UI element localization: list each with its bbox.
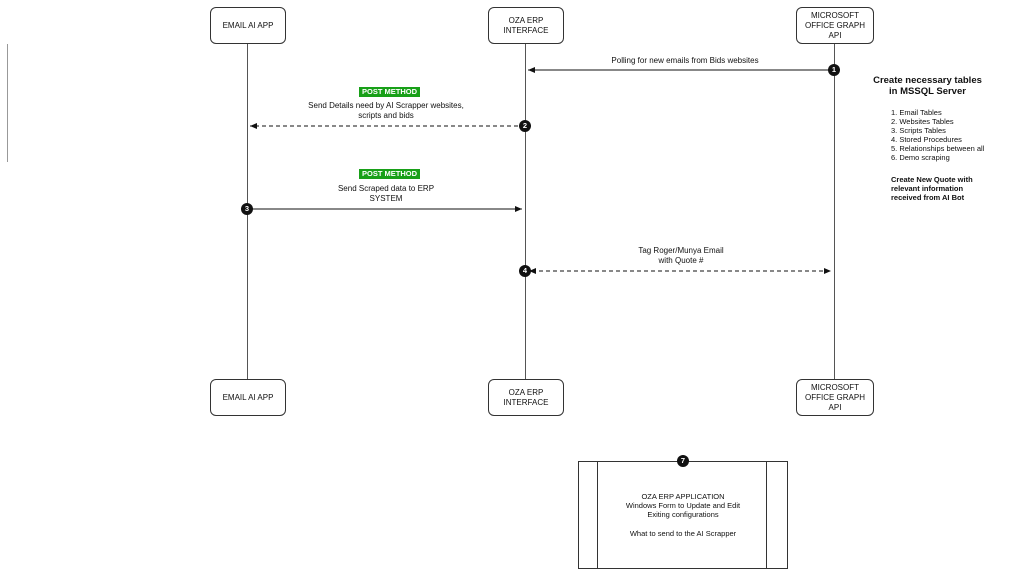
message-1-label: Polling for new emails from Bids website… — [611, 56, 759, 65]
step-badge-7: 7 — [677, 455, 689, 467]
list-item: 2. Websites Tables — [891, 117, 954, 126]
participant-graph-api-bottom: MICROSOFT OFFICE GRAPH API — [796, 379, 874, 416]
participant-label: MICROSOFT OFFICE GRAPH API — [804, 10, 865, 40]
step-badge-3: 3 — [241, 203, 253, 215]
step-badge-4: 4 — [519, 265, 531, 277]
participant-email-app-top: EMAIL AI APP — [210, 7, 286, 44]
list-item: 4. Stored Procedures — [891, 135, 962, 144]
participant-erp-interface-top: OZA ERP INTERFACE — [488, 7, 564, 44]
list-item: 5. Relationships between all — [891, 144, 985, 153]
application-description: Windows Form to Update and Edit Exiting … — [625, 501, 741, 519]
participant-label: EMAIL AI APP — [222, 392, 274, 402]
post-method-tag-2: POST METHOD — [359, 87, 421, 97]
participant-label: OZA ERP INTERFACE — [503, 15, 549, 35]
application-footer: What to send to the AI Scrapper — [629, 529, 737, 538]
step-badge-2: 2 — [519, 120, 531, 132]
participant-label: MICROSOFT OFFICE GRAPH API — [804, 382, 865, 412]
process-side-bar-left — [597, 462, 598, 568]
step-badge-1: 1 — [828, 64, 840, 76]
process-side-bar-right — [766, 462, 767, 568]
participant-label: OZA ERP INTERFACE — [503, 387, 549, 407]
lifeline-graph-api — [834, 44, 835, 380]
message-2-label: Send Details need by AI Scrapper website… — [308, 101, 464, 120]
post-method-tag-3: POST METHOD — [359, 169, 421, 179]
lifeline-erp-interface — [525, 44, 526, 380]
spacer — [599, 519, 767, 529]
note-subtitle: Create New Quote with relevant informati… — [891, 175, 973, 202]
note-list: 1. Email Tables 2. Websites Tables 3. Sc… — [891, 108, 984, 162]
participant-erp-interface-bottom: OZA ERP INTERFACE — [488, 379, 564, 416]
application-text: OZA ERP APPLICATION Windows Form to Upda… — [599, 492, 767, 538]
participant-graph-api-top: MICROSOFT OFFICE GRAPH API — [796, 7, 874, 44]
left-edge-divider — [7, 44, 8, 162]
list-item: 6. Demo scraping — [891, 153, 950, 162]
participant-label: EMAIL AI APP — [222, 20, 274, 30]
participant-email-app-bottom: EMAIL AI APP — [210, 379, 286, 416]
message-4-label: Tag Roger/Munya Email with Quote # — [638, 246, 724, 265]
note-title: Create necessary tables in MSSQL Server — [873, 75, 982, 97]
list-item: 1. Email Tables — [891, 108, 942, 117]
list-item: 3. Scripts Tables — [891, 126, 946, 135]
message-3-label: Send Scraped data to ERP SYSTEM — [337, 184, 435, 203]
application-title: OZA ERP APPLICATION — [641, 492, 725, 501]
erp-application-box: OZA ERP APPLICATION Windows Form to Upda… — [578, 461, 788, 569]
